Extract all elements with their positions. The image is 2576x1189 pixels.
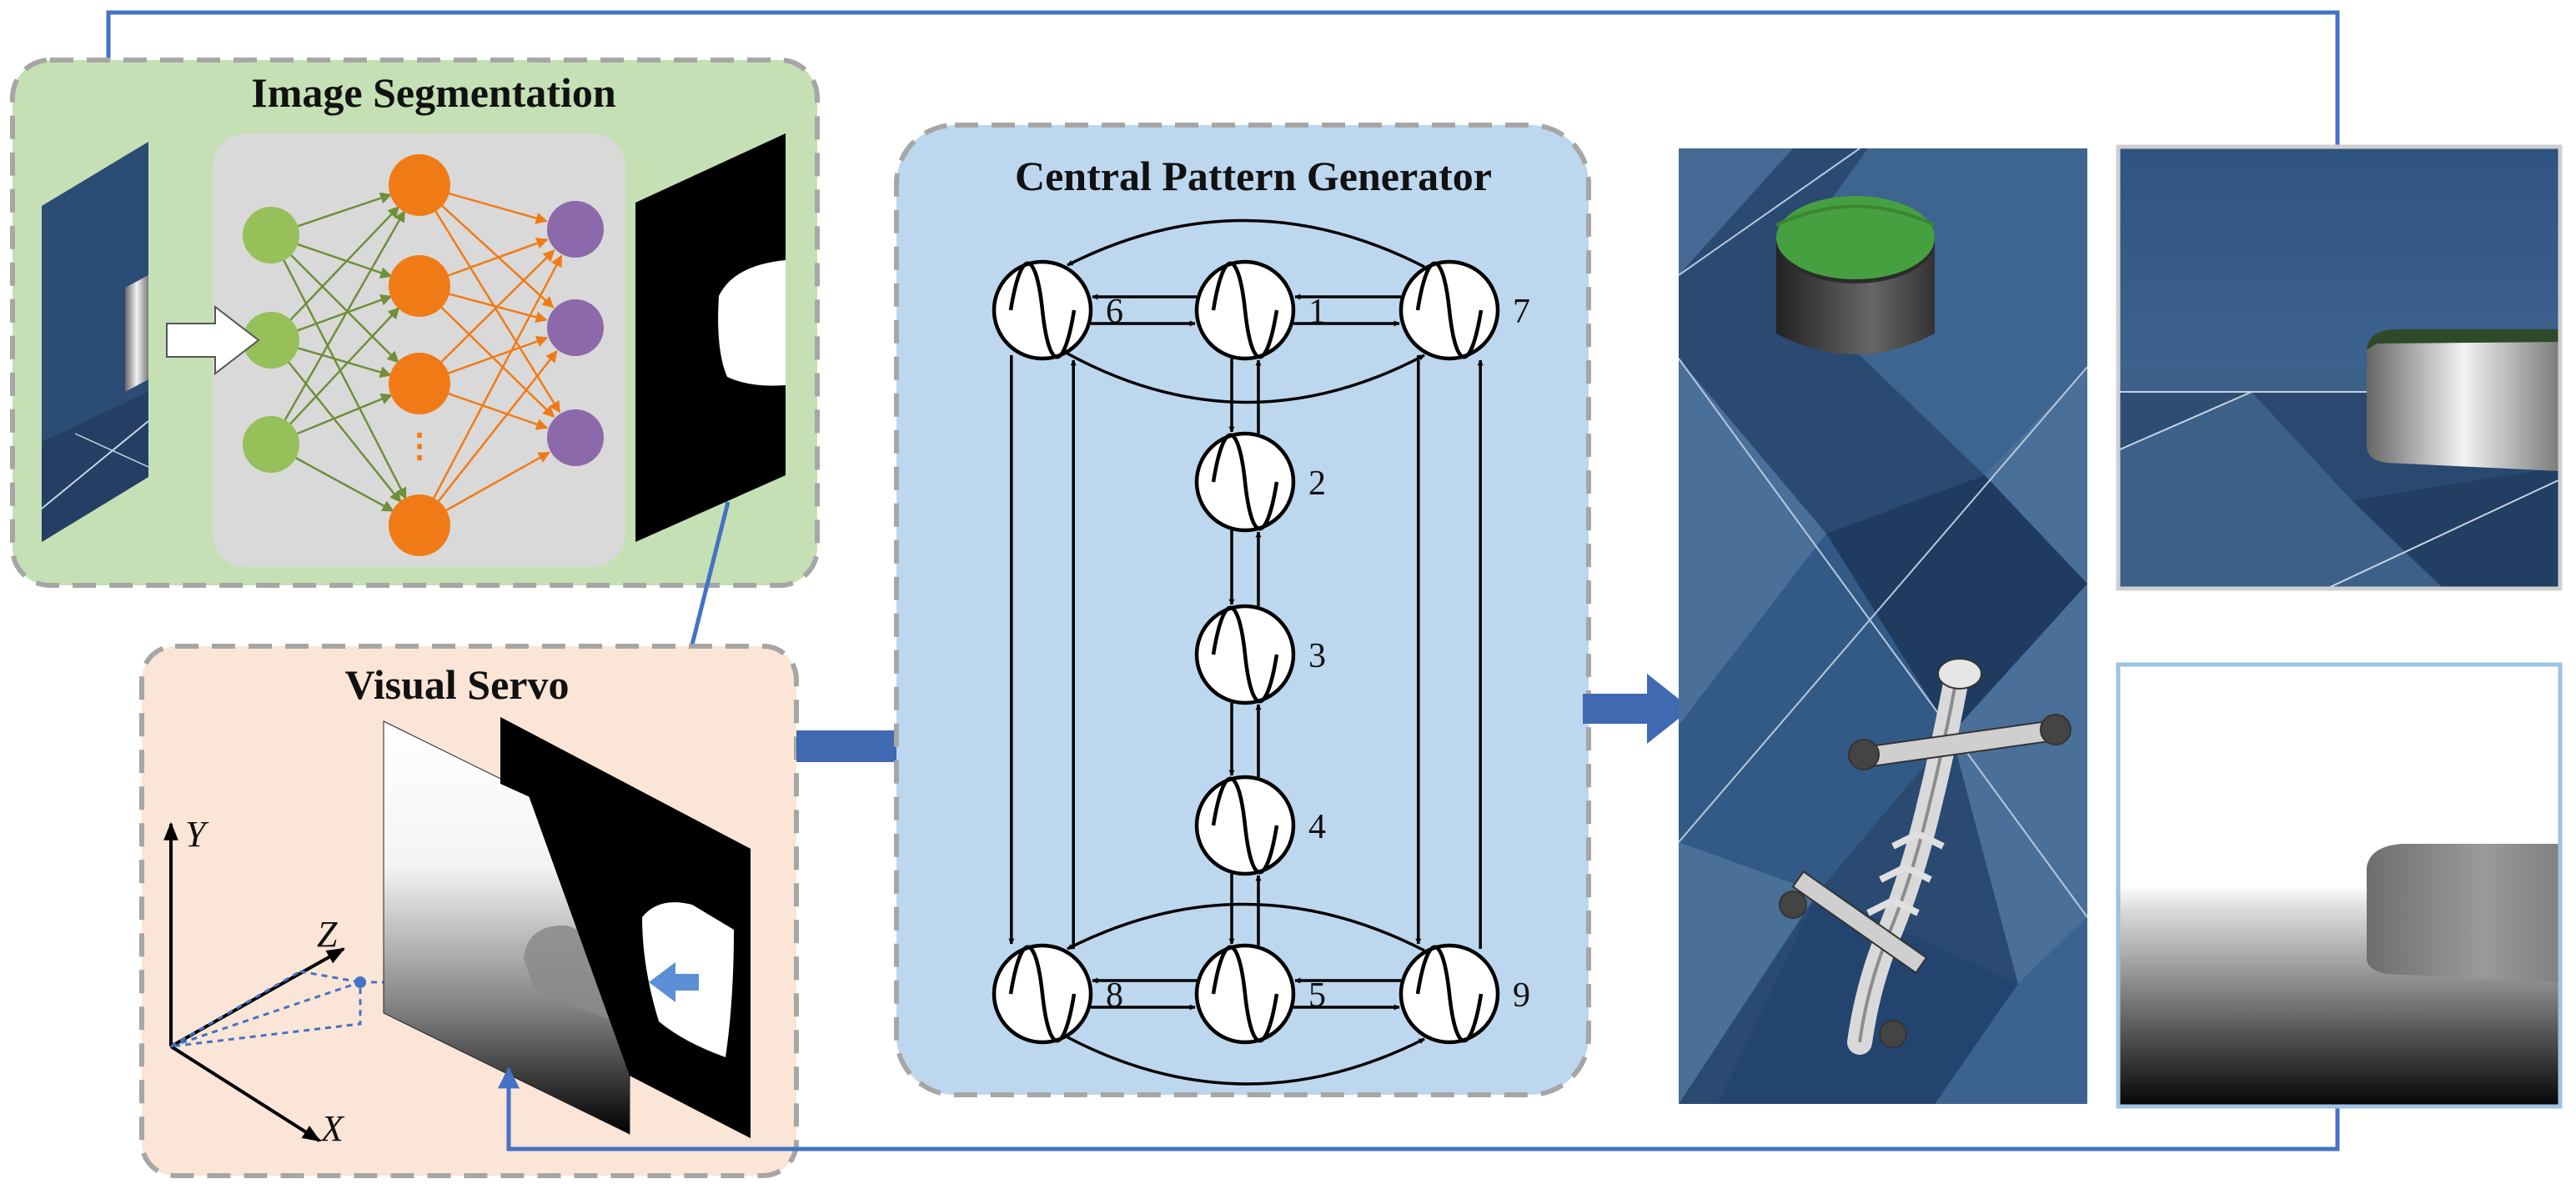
nn-edge: [439, 304, 555, 418]
cpg-oscillator-label: 5: [1308, 976, 1326, 1015]
sim-salamander-robot: [1779, 658, 2071, 1055]
nn-edge: [439, 249, 555, 364]
axis-x-label: X: [319, 1108, 345, 1149]
cpg-to-sim-arrow: [1583, 674, 1691, 744]
nn-hidden-node: [389, 494, 450, 556]
cpg-oscillator-7: 7: [1398, 259, 1530, 361]
cpg-couplings: [1008, 218, 1484, 1086]
segmentation-panel: Image Segmentation ⋮: [10, 58, 820, 588]
nn-edge: [297, 192, 393, 228]
cpg-oscillators: 6 1 7 2 3 4 8 5 9: [992, 259, 1530, 1045]
nn-edge: [297, 294, 393, 332]
nn-edge: [288, 361, 402, 504]
input-camera-image: [41, 142, 149, 542]
cpg-oscillator-3: 3: [1194, 604, 1326, 705]
nn-input-node: [243, 207, 299, 263]
servo-title: Visual Servo: [345, 661, 570, 708]
hidden-layer-ellipsis: ⋮: [403, 427, 436, 464]
nn-edge: [297, 243, 393, 278]
simulation-view: [1679, 148, 2087, 1104]
cpg-oscillator-label: 6: [1106, 293, 1123, 331]
nn-output-node: [547, 409, 604, 466]
cpg-oscillator-label: 4: [1308, 808, 1326, 846]
cpg-coupling-edge: [1067, 902, 1425, 952]
nn-edge: [446, 192, 548, 224]
nn-edge: [295, 457, 394, 512]
nn-edge: [289, 307, 400, 425]
nn-hidden-node: [389, 154, 450, 216]
nn-edge: [298, 347, 392, 379]
camera-rgb-view: [2118, 147, 2560, 589]
nn-edge: [436, 350, 558, 504]
nn-output-node: [547, 201, 604, 258]
cpg-oscillator-label: 1: [1308, 293, 1326, 331]
cpg-oscillator-label: 2: [1308, 464, 1326, 503]
visual-servo-panel: Visual Servo Y Z X: [139, 644, 799, 1178]
nn-hidden-node: [389, 353, 450, 414]
sim-cylinder-obstacle: [1775, 196, 1936, 354]
camera-depth-view: [2118, 665, 2560, 1106]
cpg-oscillator-6: 6: [992, 259, 1123, 361]
segmentation-mask-image: [635, 133, 786, 542]
target-pointer-arrow: [649, 962, 699, 1002]
nn-input-node: [243, 312, 299, 369]
cpg-oscillator-5: 5: [1194, 943, 1326, 1045]
nn-edge: [289, 205, 400, 321]
nn-edge: [445, 238, 549, 278]
cpg-coupling-edge: [1067, 352, 1425, 404]
input-flow-arrow: [166, 304, 260, 376]
neural-network-box: [213, 133, 625, 567]
cpg-panel: Central Pattern Generator 6 1 7 2 3 4 8 5 9: [894, 123, 1591, 1097]
nn-edge: [433, 208, 561, 414]
nn-hidden-node: [389, 255, 450, 317]
cpg-oscillator-9: 9: [1398, 943, 1530, 1045]
cpg-oscillator-8: 8: [992, 943, 1123, 1045]
cpg-coupling-edge: [1067, 1036, 1425, 1086]
cpg-oscillator-label: 7: [1513, 293, 1530, 331]
cpg-coupling-edge: [1067, 218, 1425, 268]
nn-edge: [284, 210, 406, 421]
nn-edge: [445, 335, 549, 375]
nn-output-node: [547, 299, 604, 356]
nn-edge: [431, 254, 563, 501]
nn-edge: [296, 393, 393, 435]
axis-y-label: Y: [185, 814, 209, 855]
nn-edge: [445, 391, 549, 430]
cpg-oscillator-label: 3: [1308, 637, 1326, 675]
nn-input-node: [243, 416, 299, 473]
axis-z-label: Z: [317, 914, 338, 955]
nn-edge: [444, 451, 550, 513]
cpg-oscillator-label: 8: [1106, 976, 1123, 1015]
nn-edge: [290, 254, 399, 364]
nn-edge: [439, 203, 555, 309]
neural-network-edges: [283, 192, 563, 513]
feedback-loop-bottom: [498, 1066, 2340, 1151]
cpg-oscillator-4: 4: [1194, 775, 1326, 876]
cpg-oscillator-2: 2: [1194, 431, 1326, 533]
nn-edge: [283, 259, 407, 500]
cpg-oscillator-label: 9: [1513, 976, 1530, 1015]
cpg-oscillator-1: 1: [1194, 259, 1326, 361]
cpg-title: Central Pattern Generator: [1015, 153, 1492, 199]
neural-network-nodes: [243, 154, 604, 556]
camera-depth-frame: [2116, 662, 2563, 1109]
camera-rgb-frame: [2116, 144, 2563, 591]
segmentation-title: Image Segmentation: [251, 69, 616, 116]
